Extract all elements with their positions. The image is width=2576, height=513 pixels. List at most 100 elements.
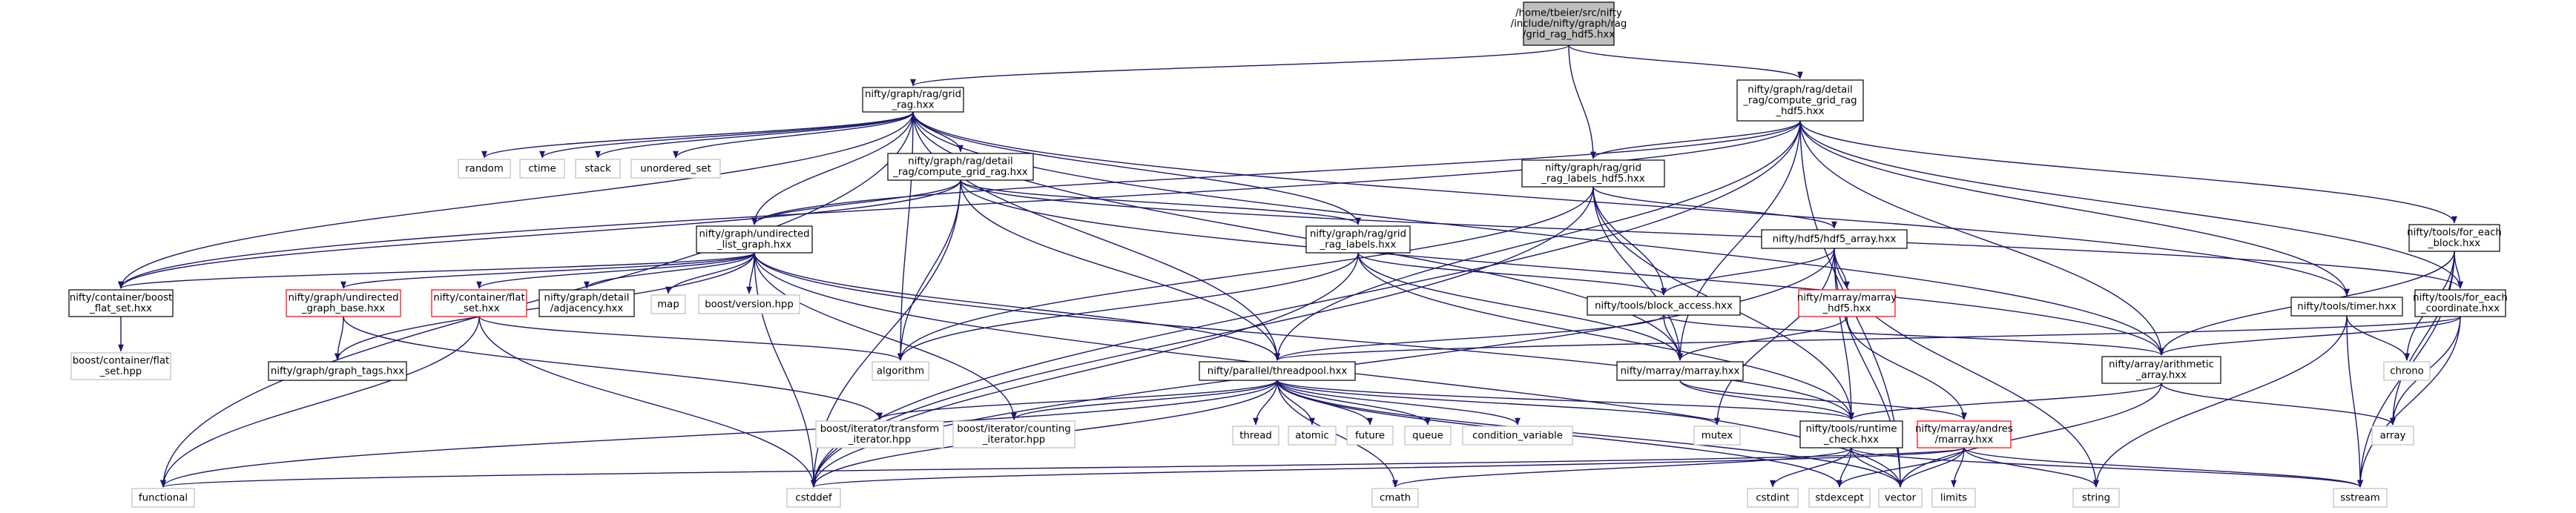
node-queue: queue bbox=[1404, 426, 1452, 446]
edge-undirected_list-to-adjacency bbox=[584, 252, 755, 289]
node-sstream: sstream bbox=[2333, 488, 2388, 508]
node-box bbox=[698, 294, 800, 314]
node-adjacency[interactable]: nifty/graph/detail/adjacency.hxx bbox=[538, 289, 635, 317]
node-undirected-list[interactable]: nifty/graph/undirected_list_graph.hxx bbox=[696, 225, 813, 254]
node-labels-hdf5[interactable]: nifty/graph/rag/grid_rag_labels_hdf5.hxx bbox=[1521, 159, 1665, 188]
edge-grid_rag_labels-to-marray bbox=[1357, 252, 1683, 361]
edge-grid_rag-to-random bbox=[481, 111, 914, 159]
edge-detail_compute-to-algorithm bbox=[897, 179, 961, 361]
edge-marray-to-andres_marray bbox=[1679, 380, 1967, 420]
node-label: boost/version.hpp bbox=[705, 299, 794, 310]
node-arithmetic-array[interactable]: nifty/array/arithmetic_array.hxx bbox=[2101, 356, 2221, 384]
edge-root-to-detail_compute_hdf5 bbox=[1568, 44, 1803, 79]
node-transform-iterator: boost/iterator/transform_iterator.hpp bbox=[815, 420, 944, 449]
node-array: array bbox=[2371, 426, 2414, 446]
edge-block_access-to-arithmetic_array bbox=[1663, 314, 2164, 356]
edge-andres_marray-to-limits bbox=[1951, 447, 1965, 488]
node-undirected-graph-base[interactable]: nifty/graph/undirected_graph_base.hxx bbox=[286, 289, 401, 317]
edge-timer-to-string bbox=[2093, 315, 2348, 488]
node-graph-tags[interactable]: nifty/graph/graph_tags.hxx bbox=[268, 361, 407, 381]
node-label: _check.hxx bbox=[1823, 434, 1879, 446]
node-label: nifty/marray/marray.hxx bbox=[1621, 365, 1740, 377]
node-limits: limits bbox=[1931, 488, 1976, 508]
node-label: string bbox=[2082, 492, 2110, 503]
node-box bbox=[286, 289, 401, 317]
node-box bbox=[872, 361, 929, 381]
node-detail-compute[interactable]: nifty/graph/rag/detail_rag/compute_grid_… bbox=[887, 153, 1034, 181]
edge-threadpool-to-mutex bbox=[1277, 380, 1720, 426]
node-label: algorithm bbox=[877, 365, 924, 377]
edge-grid_rag-to-threadpool bbox=[912, 111, 1280, 361]
node-for-each-coordinate[interactable]: nifty/tools/for_each_coordinate.hxx bbox=[2413, 289, 2508, 317]
edge-andres_marray-to-stdexcept bbox=[1837, 447, 1965, 488]
node-block-access[interactable]: nifty/tools/block_access.hxx bbox=[1587, 296, 1741, 316]
node-box bbox=[1917, 420, 2012, 449]
node-grid-rag-labels[interactable]: nifty/graph/rag/grid_rag_labels.hxx bbox=[1305, 225, 1411, 254]
node-box bbox=[519, 159, 565, 179]
node-label: nifty/hdf5/hdf5_array.hxx bbox=[1773, 234, 1897, 245]
edge-marray_hdf5-to-andres_marray bbox=[1846, 316, 1967, 420]
node-ctime: ctime bbox=[519, 159, 565, 179]
edge-runtime_check-to-sstream bbox=[1851, 447, 2363, 488]
node-box bbox=[1799, 420, 1903, 449]
edge-undirected_list-to-threadpool bbox=[754, 252, 1280, 361]
node-label: nifty/graph/detail bbox=[544, 293, 630, 304]
node-unordered-set: unordered_set bbox=[630, 159, 721, 179]
node-box bbox=[1931, 488, 1976, 508]
node-box bbox=[1878, 488, 1923, 508]
node-boost-version: boost/version.hpp bbox=[698, 294, 800, 314]
edge-grid_rag-to-ctime bbox=[539, 111, 914, 159]
node-boost-flat-set[interactable]: nifty/container/boost_flat_set.hxx bbox=[68, 289, 174, 317]
node-box bbox=[952, 420, 1075, 449]
node-box bbox=[887, 153, 1034, 181]
edge-marray-to-runtime_check bbox=[1679, 380, 1854, 420]
edge-detail_compute-to-arithmetic_array bbox=[960, 179, 2164, 356]
node-label: /include/nifty/graph/rag bbox=[1511, 19, 1627, 30]
node-label: queue bbox=[1412, 430, 1443, 441]
node-map: map bbox=[650, 294, 686, 314]
edge-labels_hdf5-to-algorithm bbox=[897, 186, 1594, 361]
node-label: _array.hxx bbox=[2135, 370, 2187, 381]
node-label: nifty/parallel/threadpool.hxx bbox=[1208, 365, 1348, 377]
edge-arithmetic_array-to-array bbox=[2161, 383, 2396, 426]
node-grid-rag[interactable]: nifty/graph/rag/grid_rag.hxx bbox=[862, 87, 964, 113]
node-runtime-check[interactable]: nifty/tools/runtime_check.hxx bbox=[1799, 420, 1903, 449]
node-label: nifty/array/arithmetic bbox=[2109, 360, 2214, 371]
edge-undirected_list-to-cstddef bbox=[754, 252, 817, 488]
node-label: map bbox=[657, 299, 679, 310]
node-for-each-block[interactable]: nifty/tools/for_each_block.hxx bbox=[2407, 224, 2502, 252]
edge-detail_compute_hdf5-to-timer bbox=[1799, 120, 2350, 297]
node-label: _flat_set.hxx bbox=[89, 303, 152, 314]
edge-for_each_coordinate-to-arithmetic_array bbox=[2158, 316, 2461, 356]
node-label: _rag_labels.hxx bbox=[1320, 239, 1397, 251]
node-box bbox=[1404, 426, 1452, 446]
edge-flat_set-to-algorithm bbox=[478, 316, 903, 361]
edge-for_each_coordinate-to-threadpool bbox=[1274, 316, 2461, 361]
edge-detail_compute_hdf5-to-marray bbox=[1677, 120, 1801, 361]
node-root[interactable]: /home/tbeier/src/nifty/include/nifty/gra… bbox=[1511, 1, 1627, 46]
node-detail-compute-hdf5[interactable]: nifty/graph/rag/detail_rag/compute_grid_… bbox=[1736, 79, 1864, 122]
node-label: nifty/graph/graph_tags.hxx bbox=[271, 365, 404, 377]
node-label: _graph_base.hxx bbox=[301, 303, 385, 314]
node-timer[interactable]: nifty/tools/timer.hxx bbox=[2290, 297, 2403, 317]
node-label: _rag_labels_hdf5.hxx bbox=[1541, 173, 1645, 185]
edge-for_each_block-to-array bbox=[2390, 251, 2455, 426]
node-flat-set[interactable]: nifty/container/flat_set.hxx bbox=[431, 289, 527, 317]
node-andres-marray[interactable]: nifty/marray/andres/marray.hxx bbox=[1915, 420, 2013, 449]
node-marray-hdf5[interactable]: nifty/marray/marray_hdf5.hxx bbox=[1797, 289, 1897, 317]
edges-layer bbox=[118, 44, 2463, 488]
edge-hdf5_array-to-block_access bbox=[1661, 248, 1835, 296]
node-label: functional bbox=[139, 492, 188, 503]
node-chrono: chrono bbox=[2383, 361, 2431, 381]
node-label: sstream bbox=[2340, 492, 2380, 503]
node-label: _list_graph.hxx bbox=[717, 239, 791, 251]
node-marray[interactable]: nifty/marray/marray.hxx bbox=[1616, 361, 1744, 381]
node-threadpool[interactable]: nifty/parallel/threadpool.hxx bbox=[1199, 361, 1356, 381]
edge-labels_hdf5-to-marray bbox=[1592, 186, 1683, 361]
node-label: boost/iterator/transform bbox=[820, 424, 940, 435]
node-label: _set.hxx bbox=[458, 303, 499, 314]
node-hdf5-array[interactable]: nifty/hdf5/hdf5_array.hxx bbox=[1761, 229, 1908, 249]
edge-runtime_check-to-cmath bbox=[1392, 447, 1852, 488]
node-box bbox=[2072, 488, 2120, 508]
node-label: boost/iterator/counting bbox=[957, 424, 1070, 435]
